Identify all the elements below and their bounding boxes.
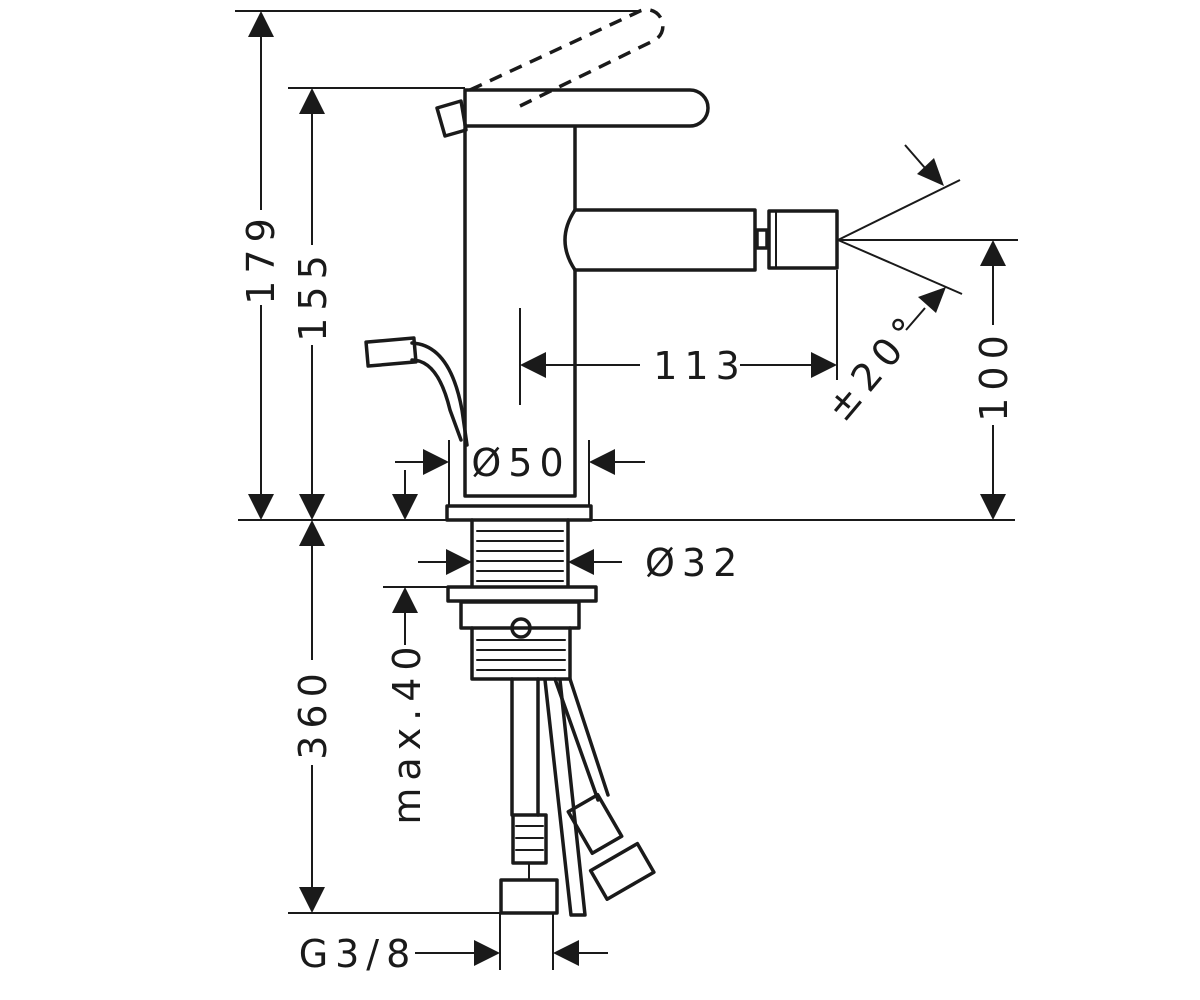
dimension-spout-reach: 113 — [520, 344, 837, 388]
dim-label-100: 100 — [972, 328, 1016, 422]
dim-label-360: 360 — [291, 666, 335, 760]
deck-level-arrow — [392, 470, 418, 520]
dimension-connection-thread: G3/8 — [299, 932, 608, 976]
dim-label-155: 155 — [291, 248, 335, 342]
dimension-spout-height: 100 — [972, 240, 1016, 520]
dim-label-d50: Ø50 — [471, 441, 570, 485]
spout — [563, 208, 839, 272]
dimension-lever-height: 155 — [291, 88, 335, 520]
pop-up-rod — [364, 336, 469, 447]
dim-label-d32: Ø32 — [645, 541, 744, 585]
dimension-below-deck: 360 — [291, 520, 335, 913]
lever-open-position — [469, 7, 665, 108]
supply-hoses — [499, 677, 656, 917]
lever-handle — [435, 88, 710, 138]
dimension-shank-diameter: Ø32 — [418, 541, 744, 585]
dimension-max-deck-thickness: max.40 — [385, 587, 429, 825]
dim-label-g38: G3/8 — [299, 932, 418, 976]
dim-label-179: 179 — [239, 211, 283, 305]
shank-assembly — [445, 504, 598, 681]
dim-label-angle: ±20° — [817, 304, 932, 430]
dimension-body-diameter: Ø50 — [395, 440, 645, 506]
dim-label-113: 113 — [653, 344, 747, 388]
mixer-body — [463, 126, 577, 498]
extension-lines — [235, 10, 1018, 970]
dimension-total-height: 179 — [239, 11, 283, 520]
dim-label-max40: max.40 — [385, 639, 429, 824]
